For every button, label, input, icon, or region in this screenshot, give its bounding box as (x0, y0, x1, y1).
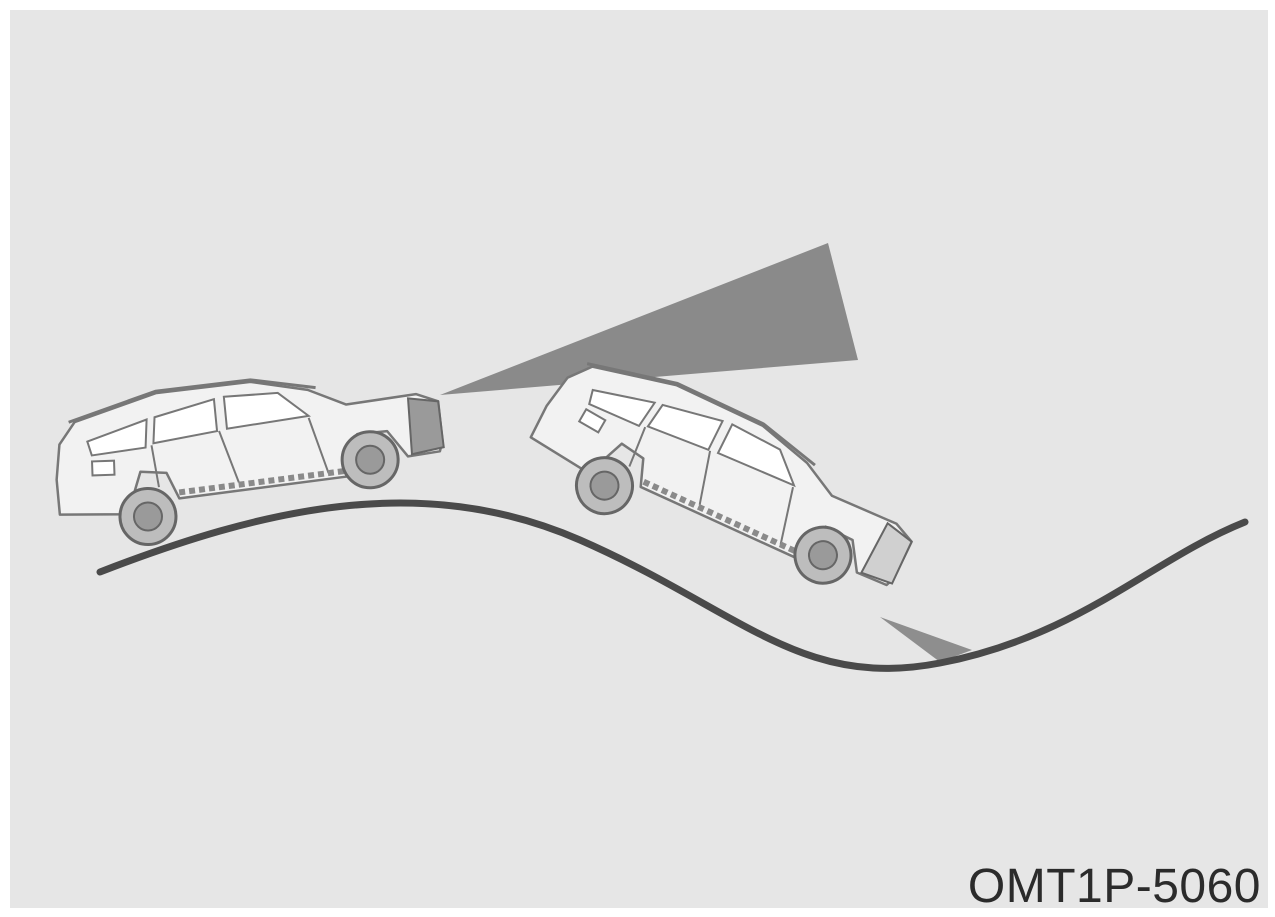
headlight-beam (440, 243, 858, 395)
figure-code-label: OMT1P-5060 (968, 863, 1261, 911)
suv-descending-icon (513, 325, 930, 658)
road-curve (100, 503, 1245, 668)
blind-spot-shade (880, 617, 972, 662)
